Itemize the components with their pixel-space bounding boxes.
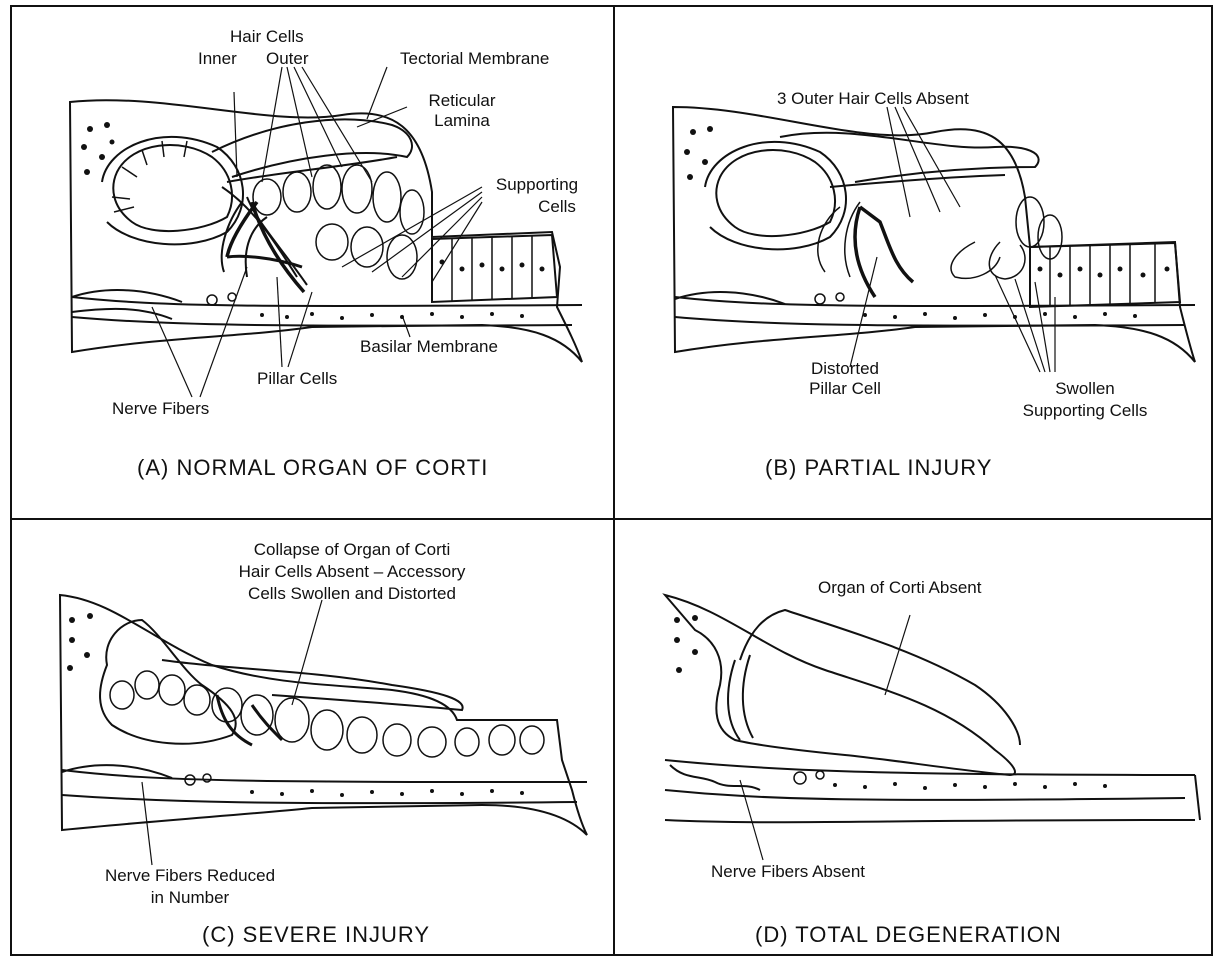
label-hair-cells: Hair Cells — [230, 27, 304, 47]
label-nerve-fibers: Nerve Fibers — [112, 399, 209, 419]
label-outer-hair-cells-absent: 3 Outer Hair Cells Absent — [777, 89, 969, 109]
label-lamina: Lamina — [422, 111, 502, 131]
normal-organ-of-corti-drawing — [12, 7, 615, 520]
label-nerve-fibers-reduced: Nerve Fibers Reduced — [100, 866, 280, 886]
label-outer: Outer — [266, 49, 309, 69]
label-in-number: in Number — [100, 888, 280, 908]
label-hair-cells-absent: Hair Cells Absent – Accessory — [232, 562, 472, 582]
label-inner: Inner — [198, 49, 237, 69]
label-basilar-membrane: Basilar Membrane — [360, 337, 498, 357]
panel-partial-injury: 3 Outer Hair Cells Absent Distorted Pill… — [613, 5, 1213, 520]
label-swollen: Swollen — [1015, 379, 1155, 399]
caption-normal-organ-of-corti: (A) NORMAL ORGAN OF CORTI — [137, 455, 488, 481]
label-tectorial-membrane: Tectorial Membrane — [400, 49, 549, 69]
label-supporting: Supporting — [477, 175, 597, 195]
label-distorted: Distorted — [795, 359, 895, 379]
panel-severe-injury: Collapse of Organ of Corti Hair Cells Ab… — [10, 518, 615, 956]
partial-injury-drawing — [615, 7, 1213, 520]
caption-severe-injury: (C) SEVERE INJURY — [202, 922, 430, 948]
label-cells-swollen: Cells Swollen and Distorted — [232, 584, 472, 604]
label-supporting-cells: Supporting Cells — [1015, 401, 1155, 421]
caption-partial-injury: (B) PARTIAL INJURY — [765, 455, 992, 481]
caption-total-degeneration: (D) TOTAL DEGENERATION — [755, 922, 1062, 948]
label-pillar-cell: Pillar Cell — [795, 379, 895, 399]
label-organ-of-corti-absent: Organ of Corti Absent — [818, 578, 981, 598]
label-reticular: Reticular — [422, 91, 502, 111]
panel-normal-organ-of-corti: Hair Cells Inner Outer Tectorial Membran… — [10, 5, 615, 520]
panel-total-degeneration: Organ of Corti Absent Nerve Fibers Absen… — [613, 518, 1213, 956]
label-cells: Cells — [517, 197, 597, 217]
label-nerve-fibers-absent: Nerve Fibers Absent — [711, 862, 865, 882]
label-collapse-of-organ: Collapse of Organ of Corti — [232, 540, 472, 560]
label-pillar-cells: Pillar Cells — [257, 369, 337, 389]
